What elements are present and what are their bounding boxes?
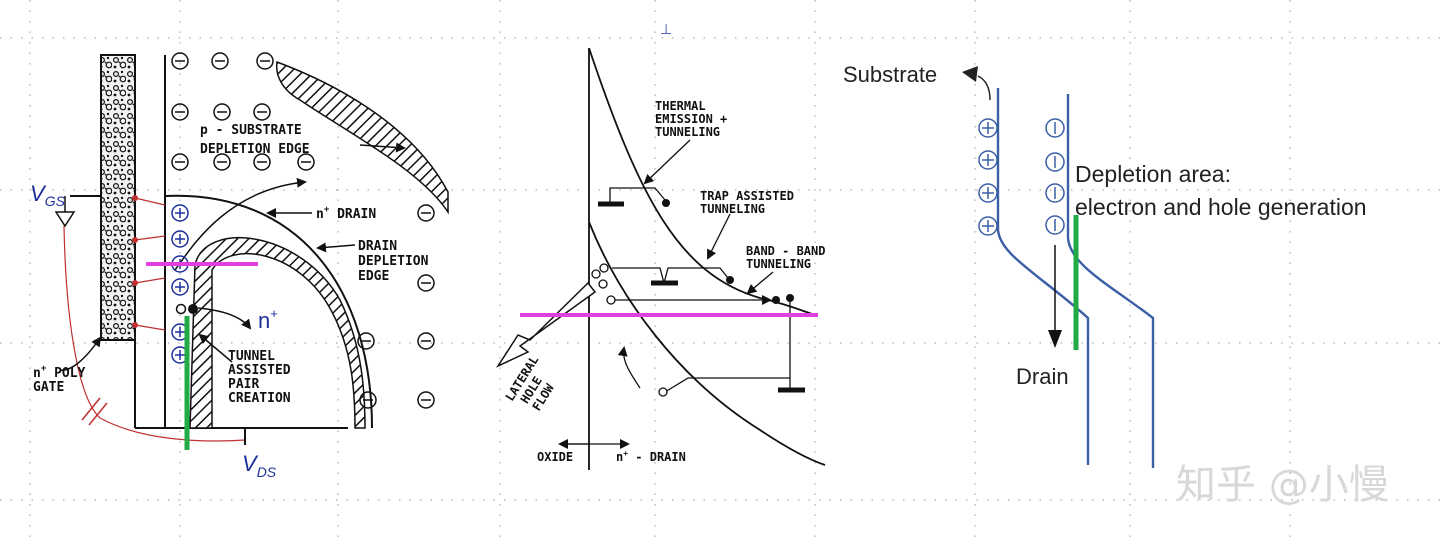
hole-charges <box>171 204 189 364</box>
substrate-depletion-edge <box>275 60 449 215</box>
drain-depletion-label: DRAIN DEPLETION EDGE <box>358 239 436 284</box>
vds-label: VDS <box>242 451 277 480</box>
n-drain-label: n+ DRAIN <box>316 205 376 222</box>
oxide-label: OXIDE <box>537 450 573 464</box>
svg-text:⊥: ⊥ <box>660 22 672 38</box>
arrow-up-left-icon <box>962 66 978 82</box>
drain-depletion-edge <box>164 194 373 429</box>
poly-gate <box>100 54 136 341</box>
lateral-hole-flow-arrow <box>495 281 597 368</box>
gate-drain-wire <box>63 225 246 442</box>
vgs-label: VGS <box>30 181 66 209</box>
right-schematic: Substrate Depletion area: electron and h… <box>843 62 1367 468</box>
watermark: 知乎 @小慢 <box>1176 462 1389 508</box>
substrate-depletion-label: p - SUBSTRATE DEPLETION EDGE <box>200 123 310 157</box>
n-plus-label: n+ <box>258 306 278 333</box>
n-drain-axis-label: n+ - DRAIN <box>616 449 686 464</box>
valence-band <box>588 221 826 466</box>
hole-charges-right <box>978 118 998 236</box>
band-band-label: BAND - BAND TUNNELING <box>746 244 833 271</box>
acceptor-charges <box>171 52 435 409</box>
acceptor-charges-right <box>1045 118 1065 235</box>
poly-gate-label-2: GATE <box>33 380 64 395</box>
field-lines <box>134 197 166 331</box>
thermal-emission-label: THERMAL EMISSION + TUNNELING <box>655 99 734 139</box>
substrate-label: Substrate <box>843 62 937 87</box>
trap-assisted-label: TRAP ASSISTED TUNNELING <box>700 189 801 216</box>
poly-gate-label: n+ POLY <box>33 364 86 381</box>
drain-label: Drain <box>1016 364 1069 389</box>
depletion-area-desc: electron and hole generation <box>1075 194 1367 220</box>
ground-icon <box>54 211 76 228</box>
tunnel-pair-label: TUNNEL ASSISTED PAIR CREATION <box>228 349 298 406</box>
depletion-boundary-line <box>1066 94 1155 468</box>
conduction-band <box>588 47 816 316</box>
n-plus-drain-region <box>189 236 366 429</box>
arrow-down-icon <box>1048 330 1062 348</box>
depletion-area-title: Depletion area: <box>1075 161 1231 187</box>
capacitor-icon <box>81 397 101 421</box>
oxide-boundary-line <box>996 88 1090 465</box>
left-mosfet-figure: VGS VDS p - SUBSTRATE DEPLETION EDGE n+ … <box>30 52 449 480</box>
middle-band-diagram: ⊥ THERMAL EMISSION + <box>495 22 833 470</box>
